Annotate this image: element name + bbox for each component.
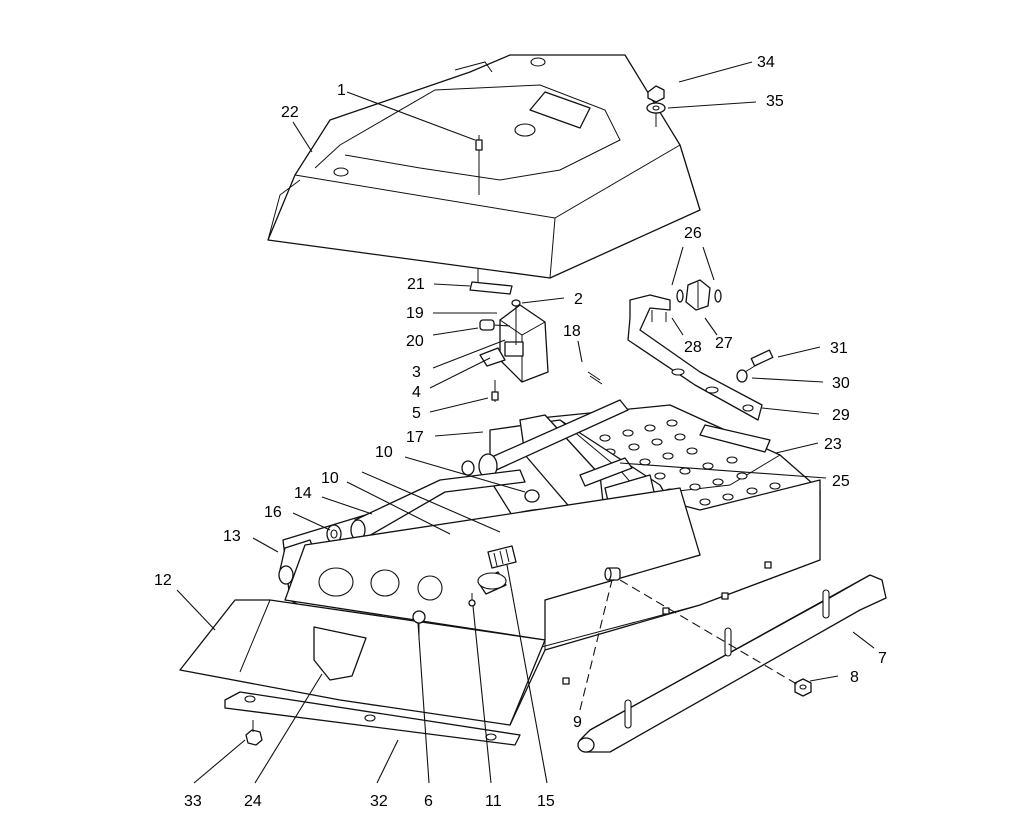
callout-4: 4	[412, 384, 421, 401]
part-33-bolt	[245, 720, 263, 746]
callout-34: 34	[757, 54, 775, 71]
callout-11: 11	[485, 793, 502, 810]
callout-1: 1	[337, 82, 346, 99]
part-20-bolt	[479, 319, 495, 331]
callout-10-lower: 10	[321, 470, 339, 487]
part-32-bar	[224, 691, 521, 746]
callout-33: 33	[184, 793, 202, 810]
part-26-clip	[676, 289, 722, 303]
callout-5: 5	[412, 405, 421, 422]
part-31-bolt	[744, 349, 774, 373]
leader-lines	[176, 61, 875, 784]
callout-13: 13	[223, 528, 241, 545]
callout-26: 26	[684, 225, 702, 242]
callout-30: 30	[832, 375, 850, 392]
callout-19: 19	[406, 305, 424, 322]
part-24-decal	[313, 626, 367, 681]
top-cover	[267, 54, 701, 279]
callout-3: 3	[412, 364, 421, 381]
callout-23: 23	[824, 436, 842, 453]
callout-6: 6	[424, 793, 433, 810]
part-15-switch	[487, 545, 517, 569]
part-27-roller	[685, 279, 711, 311]
callout-16: 16	[264, 504, 282, 521]
part-1-screw	[475, 135, 483, 195]
part-18-pin	[587, 371, 603, 385]
part-30-washer	[736, 369, 748, 383]
callout-28: 28	[684, 339, 702, 356]
callout-21: 21	[407, 276, 425, 293]
part-9-bolt	[604, 567, 621, 581]
callout-2: 2	[574, 291, 583, 308]
callout-labels: 1 2 3 4 5 6 7 8 9 10 10 11 12 13 14 15 1…	[154, 54, 887, 810]
part-12-front-plate	[179, 599, 546, 726]
callout-29: 29	[832, 407, 850, 424]
callout-27: 27	[715, 335, 733, 352]
part-8-nut	[794, 678, 812, 697]
callout-32: 32	[370, 793, 388, 810]
callout-18: 18	[563, 323, 581, 340]
part-14-tube	[350, 469, 526, 541]
part-2-nut	[511, 299, 521, 307]
callout-17: 17	[406, 429, 424, 446]
callout-14: 14	[294, 485, 312, 502]
callout-10-upper: 10	[375, 444, 393, 461]
callout-12: 12	[154, 572, 172, 589]
bracket-assembly	[469, 268, 549, 402]
part-34-nut	[647, 85, 665, 103]
part-29-rail	[627, 294, 763, 421]
part-11-fastener	[468, 593, 476, 607]
part-7-runner	[577, 574, 887, 753]
callout-7: 7	[878, 650, 887, 667]
callout-8: 8	[850, 669, 859, 686]
part-35-washer	[646, 102, 666, 127]
callout-15: 15	[537, 793, 555, 810]
callout-20: 20	[406, 333, 424, 350]
callout-24: 24	[244, 793, 262, 810]
callout-9: 9	[573, 714, 582, 731]
callout-31: 31	[830, 340, 848, 357]
callout-35: 35	[766, 93, 784, 110]
part-10-nut	[524, 489, 540, 503]
callout-22: 22	[281, 104, 299, 121]
part-21-plate	[469, 281, 513, 295]
callout-25: 25	[832, 473, 850, 490]
